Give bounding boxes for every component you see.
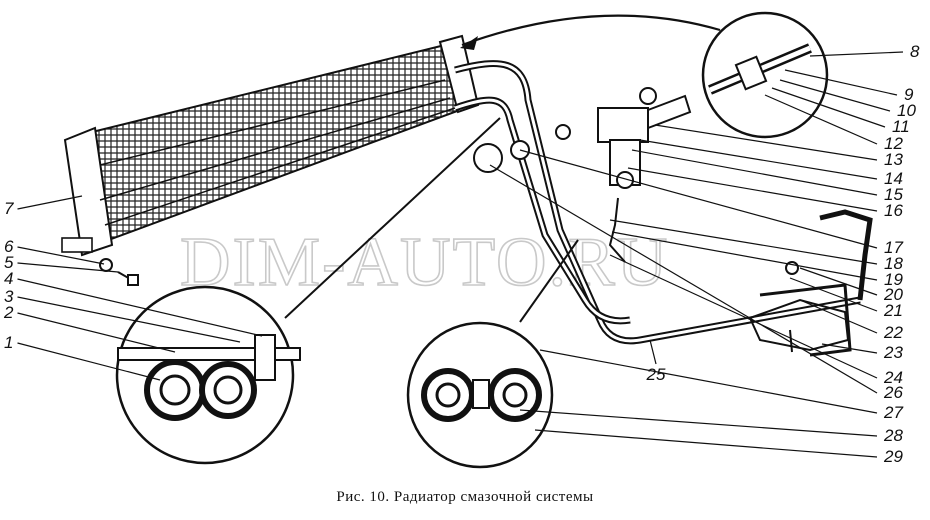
radiator <box>61 34 480 257</box>
callout-label-12: 12 <box>884 134 903 153</box>
callout-leader-16 <box>627 167 878 212</box>
callout-label-1: 1 <box>4 333 13 352</box>
callout-label-29: 29 <box>883 447 903 466</box>
callout-leader-21 <box>789 277 878 312</box>
callout-leader-8 <box>809 51 904 57</box>
callout-label-15: 15 <box>884 185 903 204</box>
callout-leader-20 <box>799 267 878 296</box>
callout-leader-10 <box>779 79 891 112</box>
callout-label-5: 5 <box>4 253 14 272</box>
detail-arrow <box>461 14 721 47</box>
callout-leader-1 <box>17 342 161 381</box>
leader-left-circle <box>284 117 501 319</box>
callout-leader-22 <box>799 299 878 334</box>
callout-label-21: 21 <box>883 301 903 320</box>
callout-leader-5 <box>17 262 119 273</box>
callout-label-13: 13 <box>884 150 903 169</box>
callout-label-17: 17 <box>884 238 903 257</box>
callout-label-2: 2 <box>3 303 14 322</box>
detail-circle-left <box>115 285 301 465</box>
callout-label-11: 11 <box>892 117 910 136</box>
callout-leader-19 <box>611 231 878 281</box>
callout-label-3: 3 <box>4 287 14 306</box>
callout-leader-6 <box>17 246 105 265</box>
callout-label-14: 14 <box>884 169 903 188</box>
callout-leader-24 <box>609 254 878 379</box>
callout-leader-25 <box>649 339 657 365</box>
callout-leader-23 <box>821 343 878 354</box>
callout-leader-14 <box>639 139 878 180</box>
callout-leader-13 <box>654 124 878 161</box>
callout-label-8: 8 <box>910 42 920 61</box>
callout-leader-4 <box>17 278 263 337</box>
callout-label-22: 22 <box>883 323 903 342</box>
leader-mid-circle <box>519 239 579 323</box>
callout-leader-2 <box>17 312 176 353</box>
callout-leader-18 <box>609 219 878 265</box>
nut-and-bolt <box>99 258 139 286</box>
callout-label-7: 7 <box>4 199 14 218</box>
callout-leader-15 <box>631 149 878 196</box>
callout-leader-28 <box>519 409 878 437</box>
callout-label-23: 23 <box>883 343 903 362</box>
callout-leader-3 <box>17 296 241 343</box>
detail-circle-top <box>701 11 829 139</box>
callout-label-25: 25 <box>646 365 666 384</box>
callout-label-24: 24 <box>883 368 903 387</box>
callout-leader-12 <box>764 94 878 145</box>
figure-caption: Рис. 10. Радиатор смазочной системы <box>336 489 594 505</box>
callout-label-9: 9 <box>904 85 914 104</box>
callout-label-6: 6 <box>4 237 14 256</box>
callout-label-4: 4 <box>4 269 13 288</box>
callout-label-16: 16 <box>884 201 903 220</box>
callout-label-19: 19 <box>884 270 903 289</box>
callout-leader-7 <box>17 195 83 210</box>
oil-lines <box>453 60 873 357</box>
valve-assembly <box>473 87 692 263</box>
callout-label-26: 26 <box>883 383 903 402</box>
callout-leader-29 <box>534 429 878 458</box>
callout-label-18: 18 <box>884 254 903 273</box>
callout-layer: 1234567891011121314151617181920212223242… <box>3 42 920 466</box>
callout-leader-9 <box>784 69 898 96</box>
callout-label-28: 28 <box>883 426 903 445</box>
callout-leader-11 <box>771 87 886 128</box>
callout-label-20: 20 <box>883 285 903 304</box>
callout-leader-26 <box>489 164 878 394</box>
callout-leader-27 <box>539 349 878 414</box>
detail-circle-mid <box>406 321 554 469</box>
callout-label-10: 10 <box>897 101 916 120</box>
callout-label-27: 27 <box>883 403 903 422</box>
watermark: DIM-AUTO.RU <box>180 224 669 301</box>
callout-leader-17 <box>519 149 878 249</box>
